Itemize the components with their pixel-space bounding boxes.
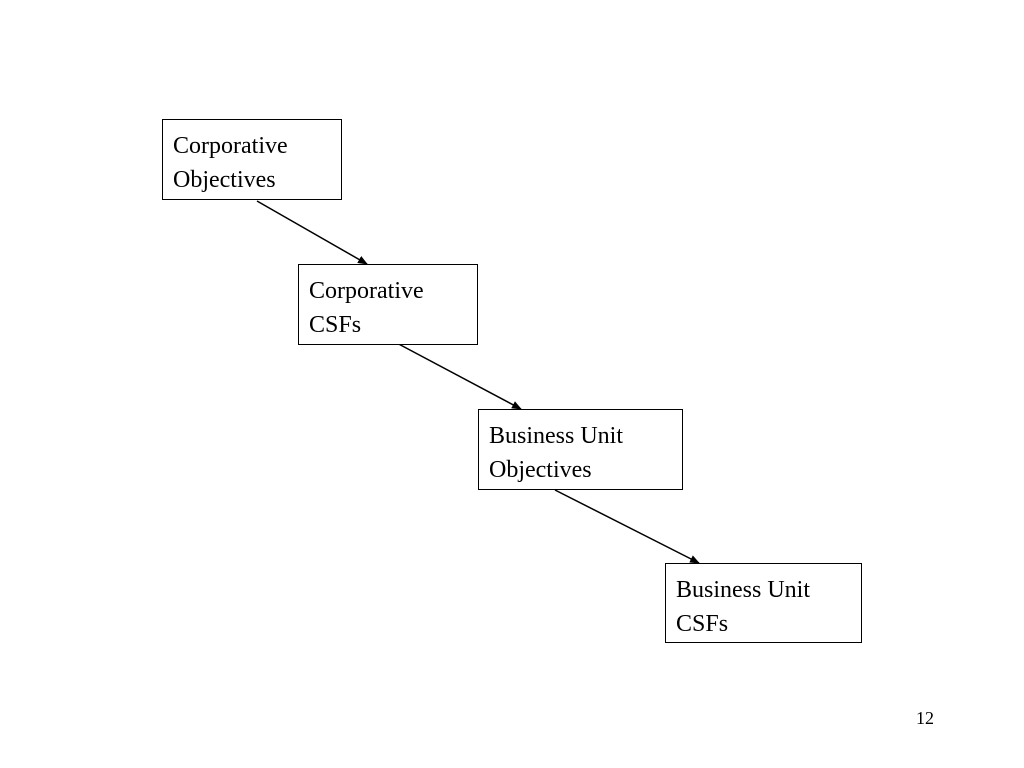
page-number: 12 (916, 708, 934, 728)
node-corporative-objectives: Corporative Objectives (162, 119, 342, 200)
node-label-line: Objectives (173, 167, 276, 193)
node-corporative-csfs: Corporative CSFs (298, 264, 478, 345)
node-label-line: Business Unit (676, 577, 811, 603)
node-label-line: CSFs (309, 312, 362, 338)
node-business-unit-csfs: Business Unit CSFs (665, 563, 862, 643)
node-business-unit-objectives: Business Unit Objectives (478, 409, 683, 490)
node-label-line: Corporative (173, 133, 288, 159)
node-label-line: Objectives (489, 457, 592, 483)
node-label-line: CSFs (676, 611, 729, 637)
node-label-line: Corporative (309, 278, 424, 304)
arrow-corporative-csfs-to-business-unit-objectives (392, 340, 522, 410)
arrow-business-unit-objectives-to-business-unit-csfs (554, 489, 700, 564)
arrow-objectives-to-corporative-csfs (256, 200, 368, 265)
node-label-line: Business Unit (489, 423, 624, 449)
